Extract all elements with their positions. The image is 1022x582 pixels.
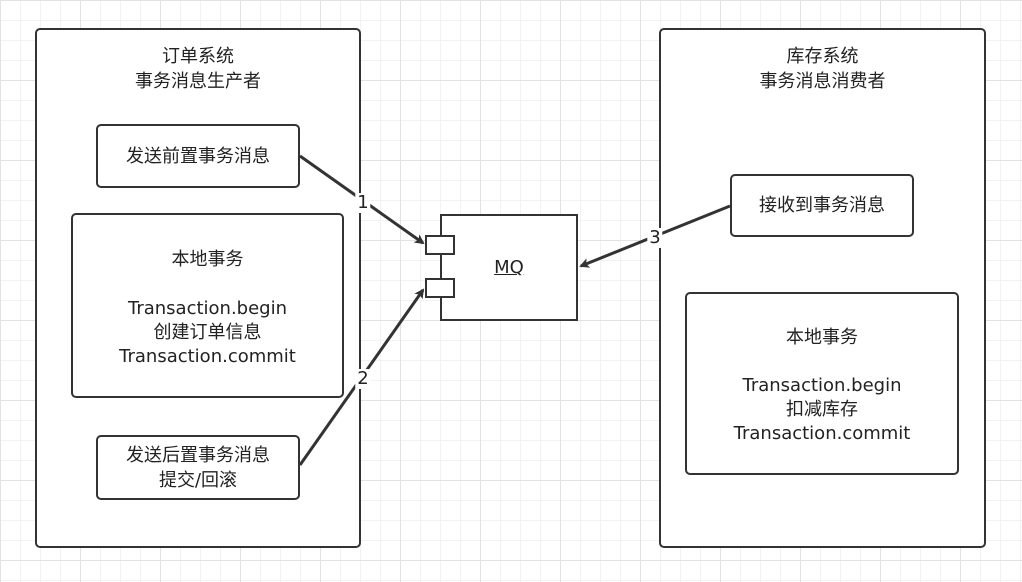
producer-tx-begin: Transaction.begin — [127, 298, 288, 319]
receive-message-label: 接收到事务消息 — [759, 195, 885, 216]
mq-port-top — [425, 235, 455, 255]
send-post-message-node: 发送后置事务消息 提交/回滚 — [96, 435, 300, 500]
mq-label: MQ — [494, 257, 524, 278]
send-post-message-line1: 发送后置事务消息 — [126, 444, 270, 466]
consumer-tx-begin: Transaction.begin — [742, 375, 902, 396]
consumer-local-transaction-title: 本地事务 — [786, 327, 858, 348]
edge-label-3: 3 — [647, 227, 663, 248]
consumer-title-line2: 事务消息消费者 — [759, 71, 886, 92]
producer-title-line1: 订单系统 — [162, 46, 234, 67]
producer-tx-commit: Transaction.commit — [119, 346, 296, 367]
consumer-local-transaction-node: 本地事务 Transaction.begin 扣减库存 Transaction.… — [685, 292, 959, 475]
producer-local-transaction-lines: Transaction.begin 创建订单信息 Transaction.com… — [73, 297, 342, 369]
mq-port-bottom — [425, 278, 455, 298]
receive-message-node: 接收到事务消息 — [730, 174, 914, 237]
send-prepare-message-label: 发送前置事务消息 — [126, 145, 270, 167]
mq-component: MQ — [440, 214, 578, 321]
producer-tx-create-order: 创建订单信息 — [153, 322, 262, 343]
consumer-tx-deduct-stock: 扣减库存 — [786, 399, 858, 420]
send-prepare-message-node: 发送前置事务消息 — [96, 124, 300, 188]
producer-system-title: 订单系统 事务消息生产者 — [37, 44, 359, 94]
producer-local-transaction-node: 本地事务 Transaction.begin 创建订单信息 Transactio… — [71, 213, 344, 398]
consumer-local-transaction-lines: Transaction.begin 扣减库存 Transaction.commi… — [687, 374, 957, 446]
consumer-tx-commit: Transaction.commit — [733, 423, 911, 444]
producer-local-transaction-title: 本地事务 — [171, 249, 244, 270]
edge-label-1: 1 — [355, 192, 371, 213]
producer-title-line2: 事务消息生产者 — [135, 71, 261, 92]
consumer-title-line1: 库存系统 — [786, 46, 859, 67]
send-post-message-line2: 提交/回滚 — [158, 469, 238, 491]
consumer-system-title: 库存系统 事务消息消费者 — [661, 44, 984, 94]
edge-label-2: 2 — [355, 368, 371, 389]
